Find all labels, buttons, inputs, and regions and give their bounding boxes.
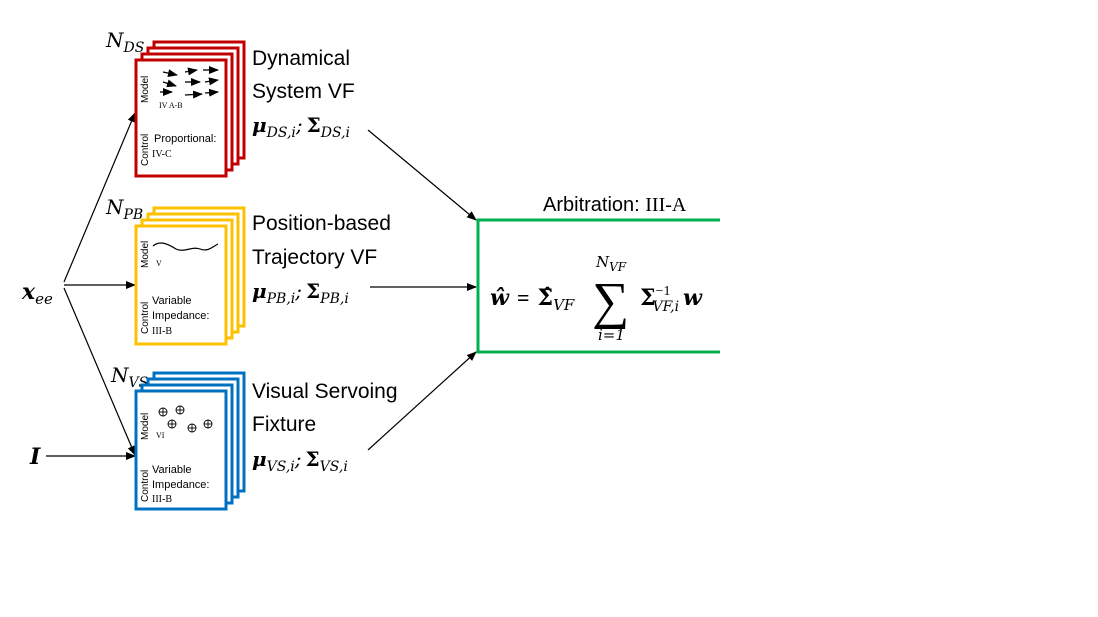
block-position-based: NPB Model Control V Variable Impedance: … [105, 195, 391, 346]
block-dynamical-system: NDS Model Control IV A-B Proportional: I… [105, 28, 355, 178]
arrow-x-to-ds [63, 112, 136, 283]
control-line-3: III-B [152, 494, 172, 505]
model-label: Model [140, 76, 151, 103]
input-x-ee-label: xee [21, 279, 53, 308]
arrow-x-to-vs [63, 287, 136, 456]
control-line-1: Variable [152, 464, 192, 476]
control-line-2: Impedance: [152, 479, 209, 491]
block-title-line-2: Fixture [252, 413, 316, 436]
block-visual-servoing: NVS Model Control VI Variable Impedance:… [110, 363, 398, 511]
block-title-line-2: Trajectory VF [252, 246, 377, 269]
arbitration-border [476, 218, 720, 354]
block-output: μDS,i;ΣDS,i [252, 113, 350, 141]
control-line-1: Variable [152, 295, 192, 307]
control-line-2: Impedance: [152, 310, 209, 322]
sum-symbol: ∑ [592, 273, 629, 330]
trajectory-icon [152, 242, 219, 251]
input-image-label: I [29, 444, 41, 470]
block-output: μVS,i;ΣVS,i [252, 447, 348, 475]
model-label: Model [140, 241, 151, 268]
count-n-ds: NDS [105, 28, 144, 56]
control-line-3: III-B [152, 326, 172, 337]
stack-card-front [134, 224, 228, 346]
count-n-pb: NPB [105, 195, 143, 223]
control-line-2: IV-C [152, 149, 172, 160]
model-label: Model [140, 413, 151, 440]
sum-lower-limit: i=1 [598, 326, 625, 344]
arrow-ds-to-arbitration [367, 129, 477, 221]
control-label: Control [140, 470, 151, 502]
block-title-line-1: Position-based [252, 212, 391, 235]
block-output: μPB,i;ΣPB,i [252, 279, 349, 307]
arrow-vs-to-arbitration [367, 351, 477, 451]
control-label: Control [140, 134, 151, 166]
sum-upper-limit: NVF [595, 253, 627, 274]
control-line-1: Proportional: [154, 133, 216, 145]
model-ref: V [156, 259, 162, 268]
block-title-line-1: Dynamical [252, 47, 350, 70]
arbitration-equation-lhs: ŵ=Σ̂VF [490, 285, 575, 314]
arbitration-title: Arbitration: III-A [543, 194, 687, 216]
block-title-line-1: Visual Servoing [252, 380, 398, 403]
block-title-line-2: System VF [252, 80, 355, 103]
fiducial-markers-icon [158, 405, 213, 433]
model-ref: IV A-B [159, 101, 183, 110]
control-label: Control [140, 302, 151, 334]
model-ref: VI [156, 431, 165, 440]
vector-field-icon [160, 66, 219, 99]
stack-card-front [134, 389, 228, 511]
